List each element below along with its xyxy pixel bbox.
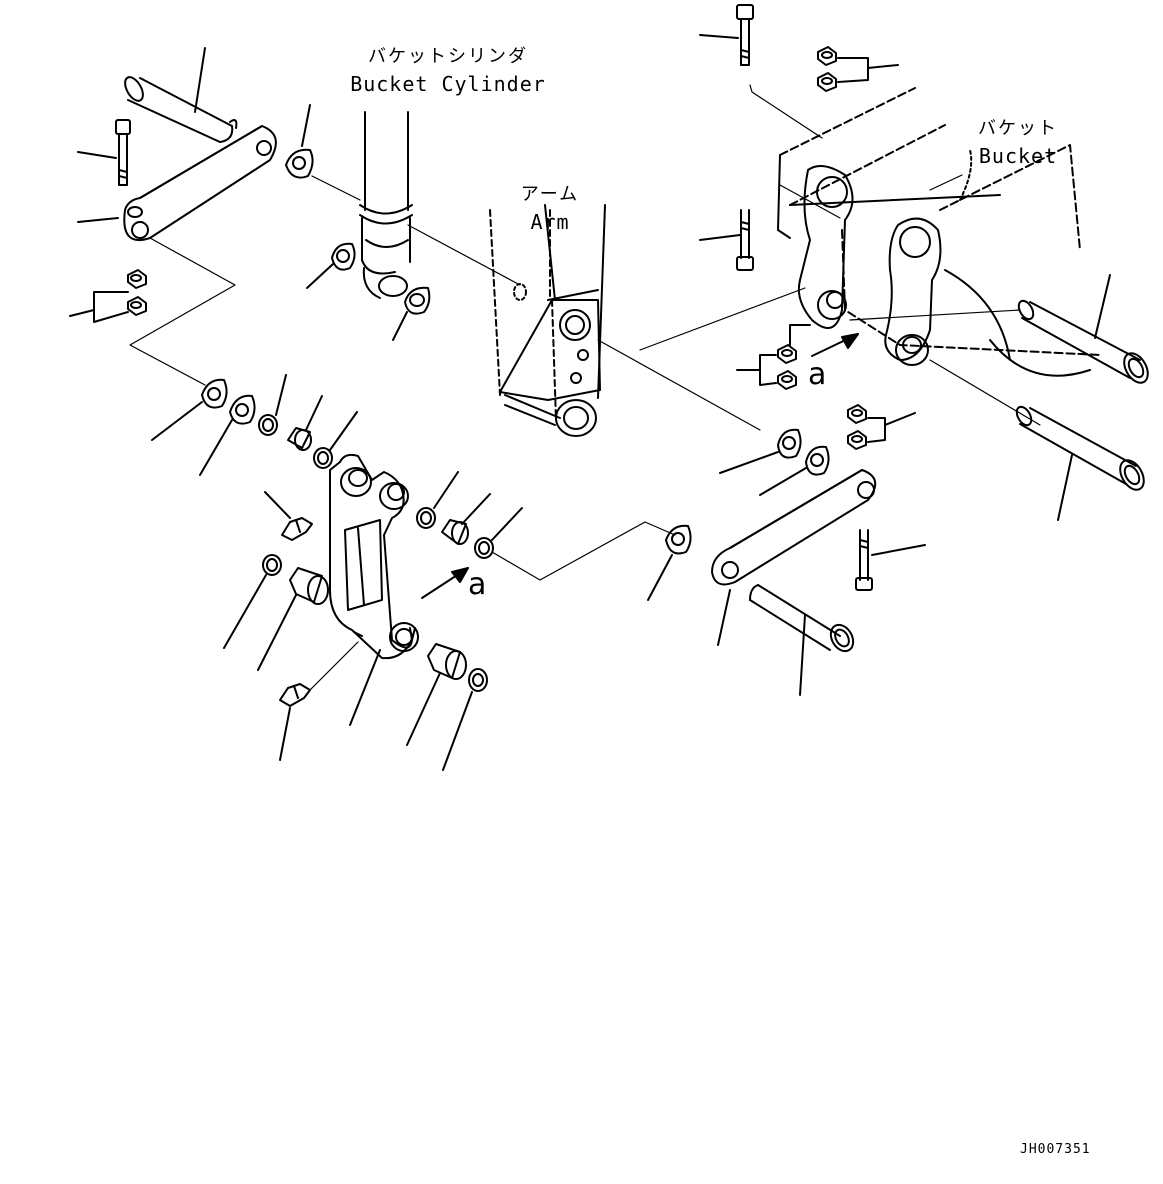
assembly-path [491,521,676,581]
assembly-path [597,339,761,431]
seal-2 [313,447,333,469]
bucket-cylinder-label-jp: バケットシリンダ [368,46,528,67]
upper-left-nuts [93,269,147,323]
leader-line [461,493,491,525]
leader-line [275,374,287,416]
arm-label-en: Arm [530,210,570,234]
leader-line [77,217,119,223]
leader-line [1094,274,1111,339]
leader-line [929,174,963,191]
bushing-4 [427,643,467,680]
leader-line [699,234,741,241]
assembly-path [639,287,806,351]
seal-3 [262,554,282,576]
grease-fitting-top [281,517,313,541]
assembly-path [749,84,823,139]
leader-line [1057,454,1073,521]
bucket [777,87,1101,377]
bucket-side-bolt [736,209,754,271]
bucket-label-jp: バケット [978,118,1058,139]
bucket-top-bolt [736,4,754,66]
bucket-top-nuts [817,46,869,92]
leader-line [306,263,334,289]
leader-line [871,544,926,556]
detail-a-label-right: a [808,357,827,392]
cylinder-washer-left [331,242,356,271]
leader-line [799,614,806,696]
leader-line [647,554,673,601]
assembly-path [849,309,1021,321]
assembly-path [129,237,236,386]
upper-left-bolt [115,119,131,186]
assembly-path [311,175,361,201]
shim-washer-top [285,148,314,179]
leader-line [305,395,323,431]
bucket-cylinder [359,111,413,299]
arm-label-jp: アーム [520,184,580,205]
right-washers [777,428,830,476]
grease-fitting-bottom [279,683,311,707]
leader-line [759,467,807,496]
right-link-bolt [855,529,873,591]
leader-line [867,64,899,69]
leader-line [77,151,117,159]
leader-line [719,451,779,474]
leader-line [223,574,267,649]
central-link [329,453,419,660]
assembly-path [929,359,1041,426]
leader-line [69,309,95,317]
bucket-cylinder-label-en: Bucket Cylinder [350,72,546,96]
bucket-lower-pin [1015,405,1145,491]
leader-line [717,589,731,646]
washer-3 [665,524,692,555]
leader-line [442,691,473,771]
upper-left-pin [124,76,238,143]
upper-left-link [123,125,277,241]
bushing-3 [441,519,469,545]
leader-line [349,649,381,726]
seal-4 [416,507,436,529]
leader-line [329,411,358,451]
right-link [711,469,877,586]
leader-line [301,104,311,147]
bucket-mid-nuts [759,324,811,390]
seal-6 [468,668,488,692]
assembly-path [309,641,359,691]
leader-line [392,311,408,341]
bucket-upper-pin [1017,299,1149,384]
leader-line [279,707,291,761]
seal-1 [258,414,278,436]
assembly-path [407,224,521,286]
drawing-code: JH007351 [1020,1142,1091,1157]
leader-line [264,491,291,519]
leader-line [884,412,916,426]
leader-line [699,34,739,39]
leader-line [199,419,233,476]
bucket-label-en: Bucket [978,144,1058,168]
bushing-1 [287,427,312,451]
detail-a-arrow-center [421,567,469,599]
leader-line [491,507,523,541]
arm [489,204,606,437]
seal-5 [474,537,494,559]
cylinder-washer-right [404,286,431,315]
right-lower-pin [749,584,855,653]
washer-2 [229,394,256,425]
leader-line [433,471,459,509]
leader-line [151,401,203,441]
bucket-lower-nuts [847,404,886,450]
detail-a-arrow-right [811,333,859,357]
leader-line [194,47,206,113]
bushing-2 [289,567,329,605]
washer-1 [201,378,228,409]
leader-line [406,672,441,746]
assembly-path [779,184,841,219]
detail-a-label-center: a [468,567,487,602]
leader-line [257,594,297,671]
